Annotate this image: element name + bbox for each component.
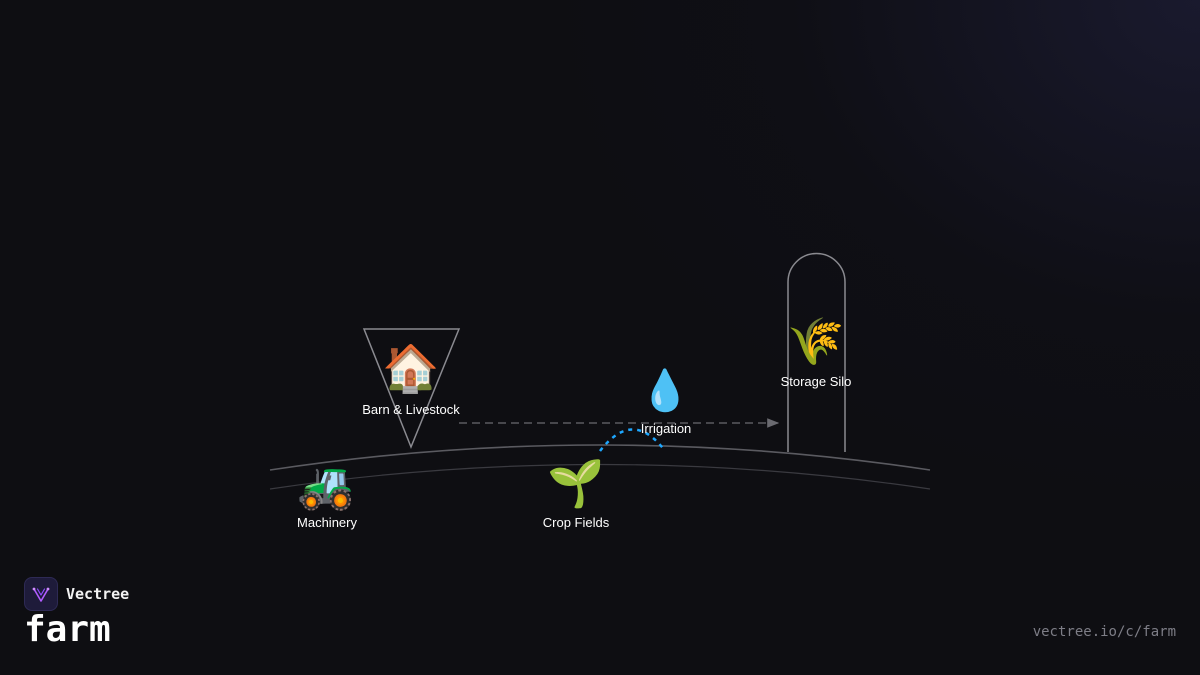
page-url[interactable]: vectree.io/c/farm xyxy=(1032,624,1176,640)
ground-curve-lower xyxy=(269,463,931,490)
brand[interactable]: Vectree xyxy=(24,577,129,611)
barn-label: Barn & Livestock xyxy=(362,402,460,417)
barn-triangle xyxy=(362,328,461,450)
irrigation-arc xyxy=(599,428,667,452)
silo-label: Storage Silo xyxy=(780,374,852,389)
vectree-logo-icon xyxy=(24,577,58,611)
brand-name: Vectree xyxy=(66,585,130,603)
ground-curve xyxy=(269,444,931,471)
wheat-icon: 🌾 xyxy=(787,315,845,367)
seedling-icon: 🌱 xyxy=(547,457,605,509)
page-title: farm xyxy=(24,609,111,650)
house-icon: 🏠 xyxy=(382,342,440,394)
crops-label: Crop Fields xyxy=(542,515,610,530)
tractor-icon: 🚜 xyxy=(297,459,355,511)
irrigation-label: Irrigation xyxy=(640,421,692,436)
machinery-label: Machinery xyxy=(297,515,357,530)
silo-outline xyxy=(787,252,846,452)
water-drop-icon: 💧 xyxy=(640,369,690,413)
